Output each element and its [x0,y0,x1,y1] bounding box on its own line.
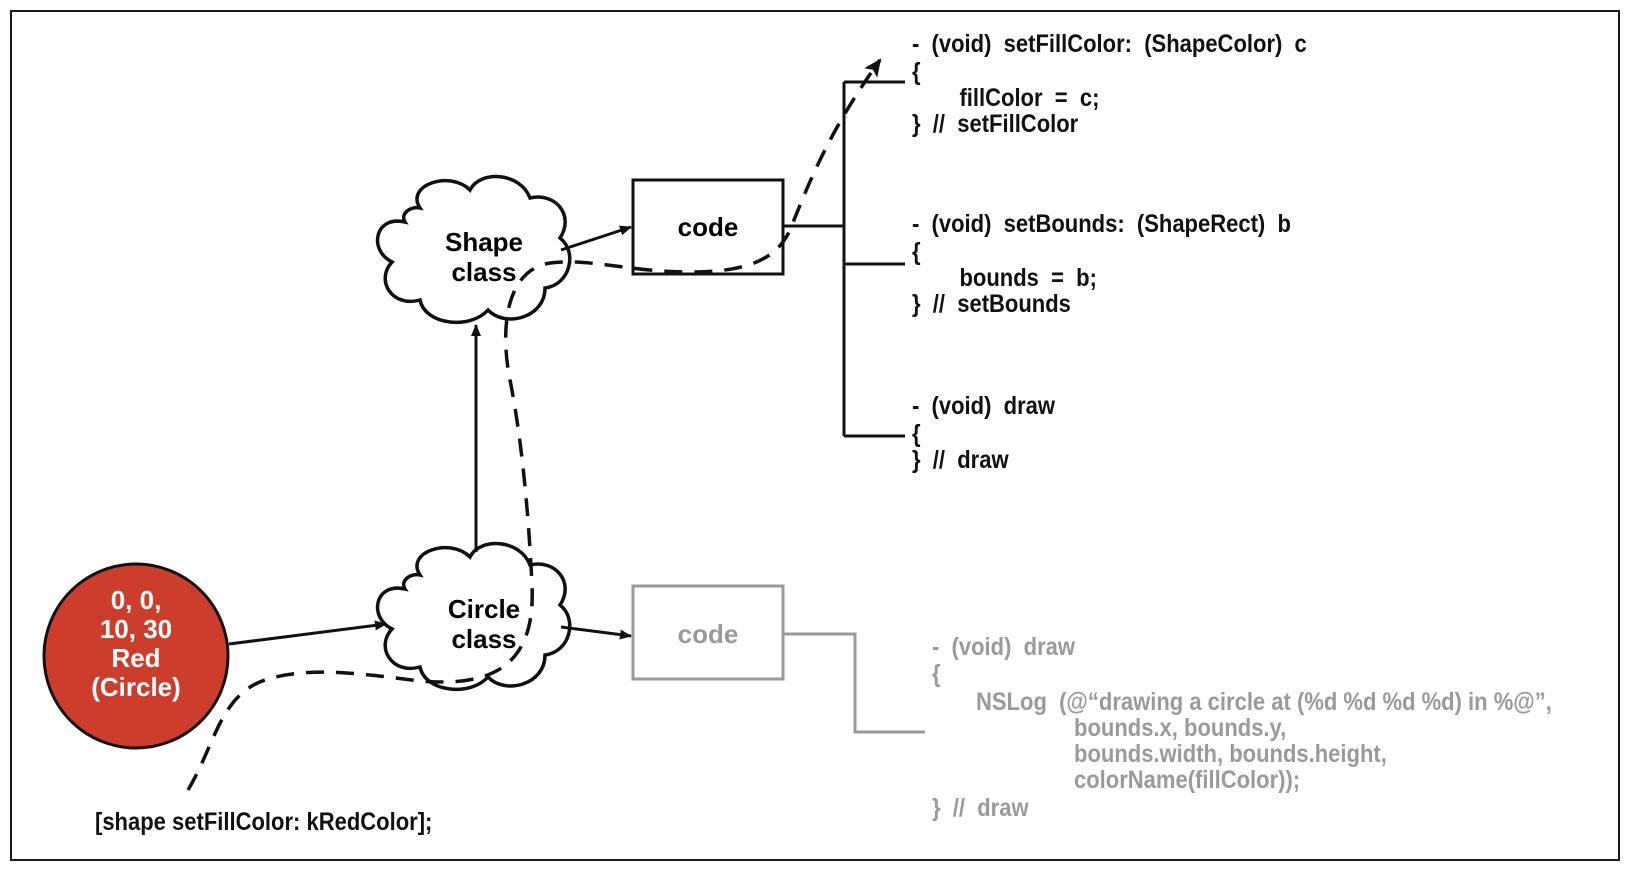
circle-code-box: code [631,584,785,681]
setfillcolor-signature: - (void) setFillColor: (ShapeColor) c [912,30,1307,58]
setfillcolor-open-brace: { [912,58,921,86]
shape-code-label: code [678,212,739,242]
object-line-1: 0, 0, [111,585,162,615]
shape-class-to-code-arrow [560,225,632,252]
draw-signature: - (void) draw [912,392,1055,420]
setbounds-body: bounds = b; [935,264,1097,292]
diagram-frame [10,10,1620,861]
draw-close-brace: } // draw [912,446,1009,474]
setfillcolor-body: fillColor = c; [935,84,1100,112]
circle-draw-signature: - (void) draw [932,633,1075,661]
circle-code-label: code [678,619,739,649]
object-to-circle-class-arrow [228,620,387,646]
message-caption: [shape setFillColor: kRedColor]; [95,808,433,836]
setfillcolor-close-brace: } // setFillColor [912,110,1079,138]
cloud-shape [375,174,572,325]
circle-class-label-line-1: Circle [448,594,520,624]
circle-draw-nslog: NSLog (@“drawing a circle at (%d %d %d %… [976,688,1552,716]
shape-class-label-line-2: class [451,257,516,287]
message-dispatch-path [186,58,882,791]
circle-class-label-line-2: class [451,624,516,654]
draw-open-brace: { [912,420,921,448]
circle-class-cloud: Circle class [375,541,572,692]
cloud-shape [375,541,572,692]
shape-code-bracket [783,80,905,438]
circle-object: 0, 0, 10, 30 Red (Circle) [42,562,230,750]
circle-class-to-code-arrow [560,625,632,640]
circle-code-connector [783,632,925,734]
object-line-4: (Circle) [91,672,181,702]
circle-draw-arg-2: bounds.width, bounds.height, [1074,740,1387,768]
shape-class-label-line-1: Shape [445,227,523,257]
object-line-3: Red [111,643,160,673]
object-line-2: 10, 30 [100,614,172,644]
circle-draw-arg-3: colorName(fillColor)); [1074,766,1301,794]
circle-draw-close-brace: } // draw [932,794,1029,822]
shape-class-cloud: Shape class [375,174,572,325]
setbounds-close-brace: } // setBounds [912,290,1071,318]
setbounds-open-brace: { [912,238,921,266]
circle-draw-arg-1: bounds.x, bounds.y, [1074,714,1287,742]
setbounds-signature: - (void) setBounds: (ShapeRect) b [912,210,1291,238]
circle-draw-open-brace: { [932,660,941,688]
